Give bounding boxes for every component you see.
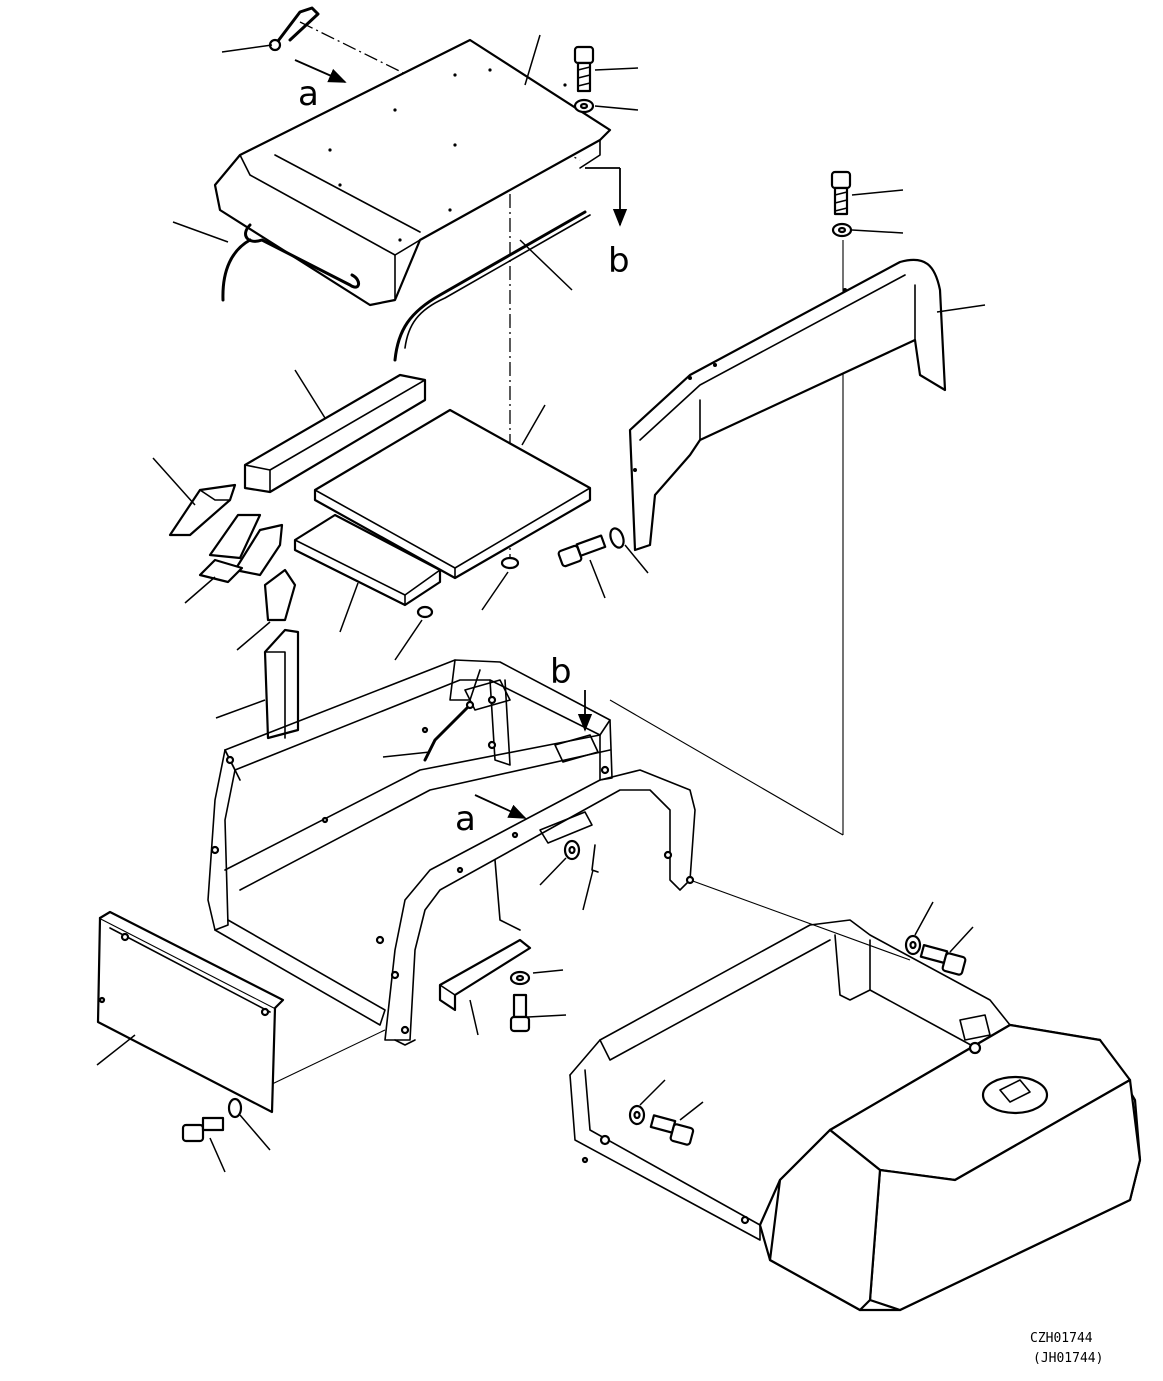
bolt-cab-right [919,943,967,976]
frame-cable [423,700,475,762]
bolt-top-right [830,170,852,216]
right-side-cover [628,258,947,552]
bolt-center-bottom [509,993,531,1033]
seal-strips [221,210,591,362]
callout-a-top: a [298,74,319,114]
arrow-b-top [585,167,628,227]
callout-b-frame: b [550,652,572,692]
insulation-wedge-2 [198,513,284,584]
top-cover-panel [213,38,612,307]
angle-bracket [438,938,532,1012]
drawing-code: CZH01744 [1030,1331,1093,1346]
washer-lower-left [227,1097,243,1119]
callout-b-top: b [608,241,630,281]
washer-mid [609,527,625,549]
bolt-top-center [573,45,595,93]
washer-top-right [831,222,853,238]
top-cover-holes [328,68,567,242]
insulation-tall-block [263,628,300,740]
bolt-cab-left [649,1114,695,1146]
washer-top-center [573,98,595,114]
cab-frame [207,659,696,1046]
washer-cab-right [904,934,922,956]
washer-center-bottom [509,970,531,986]
stay-rod [268,6,320,52]
left-side-plate [96,910,285,1114]
cab-assembly [569,919,1142,1312]
drawing-code-alt: (JH01744) [1033,1351,1103,1366]
insulation-square-pad [313,408,592,580]
insulation-wedge-1 [168,483,237,537]
arrow-a-top [294,59,347,83]
washer-frame [563,839,581,861]
pads-small-round [416,556,520,619]
washer-cab-left [628,1104,646,1126]
bolt-lower-left [181,1116,225,1143]
insulation-lower-pad [293,513,442,607]
bolt-mid [557,534,607,568]
insulation-long-block [243,373,427,494]
insulation-small-block [263,568,297,622]
clip-frame [591,844,599,873]
leader-lines [96,34,986,1173]
callout-a-frame: a [455,799,476,839]
arrow-a-frame [474,794,527,819]
